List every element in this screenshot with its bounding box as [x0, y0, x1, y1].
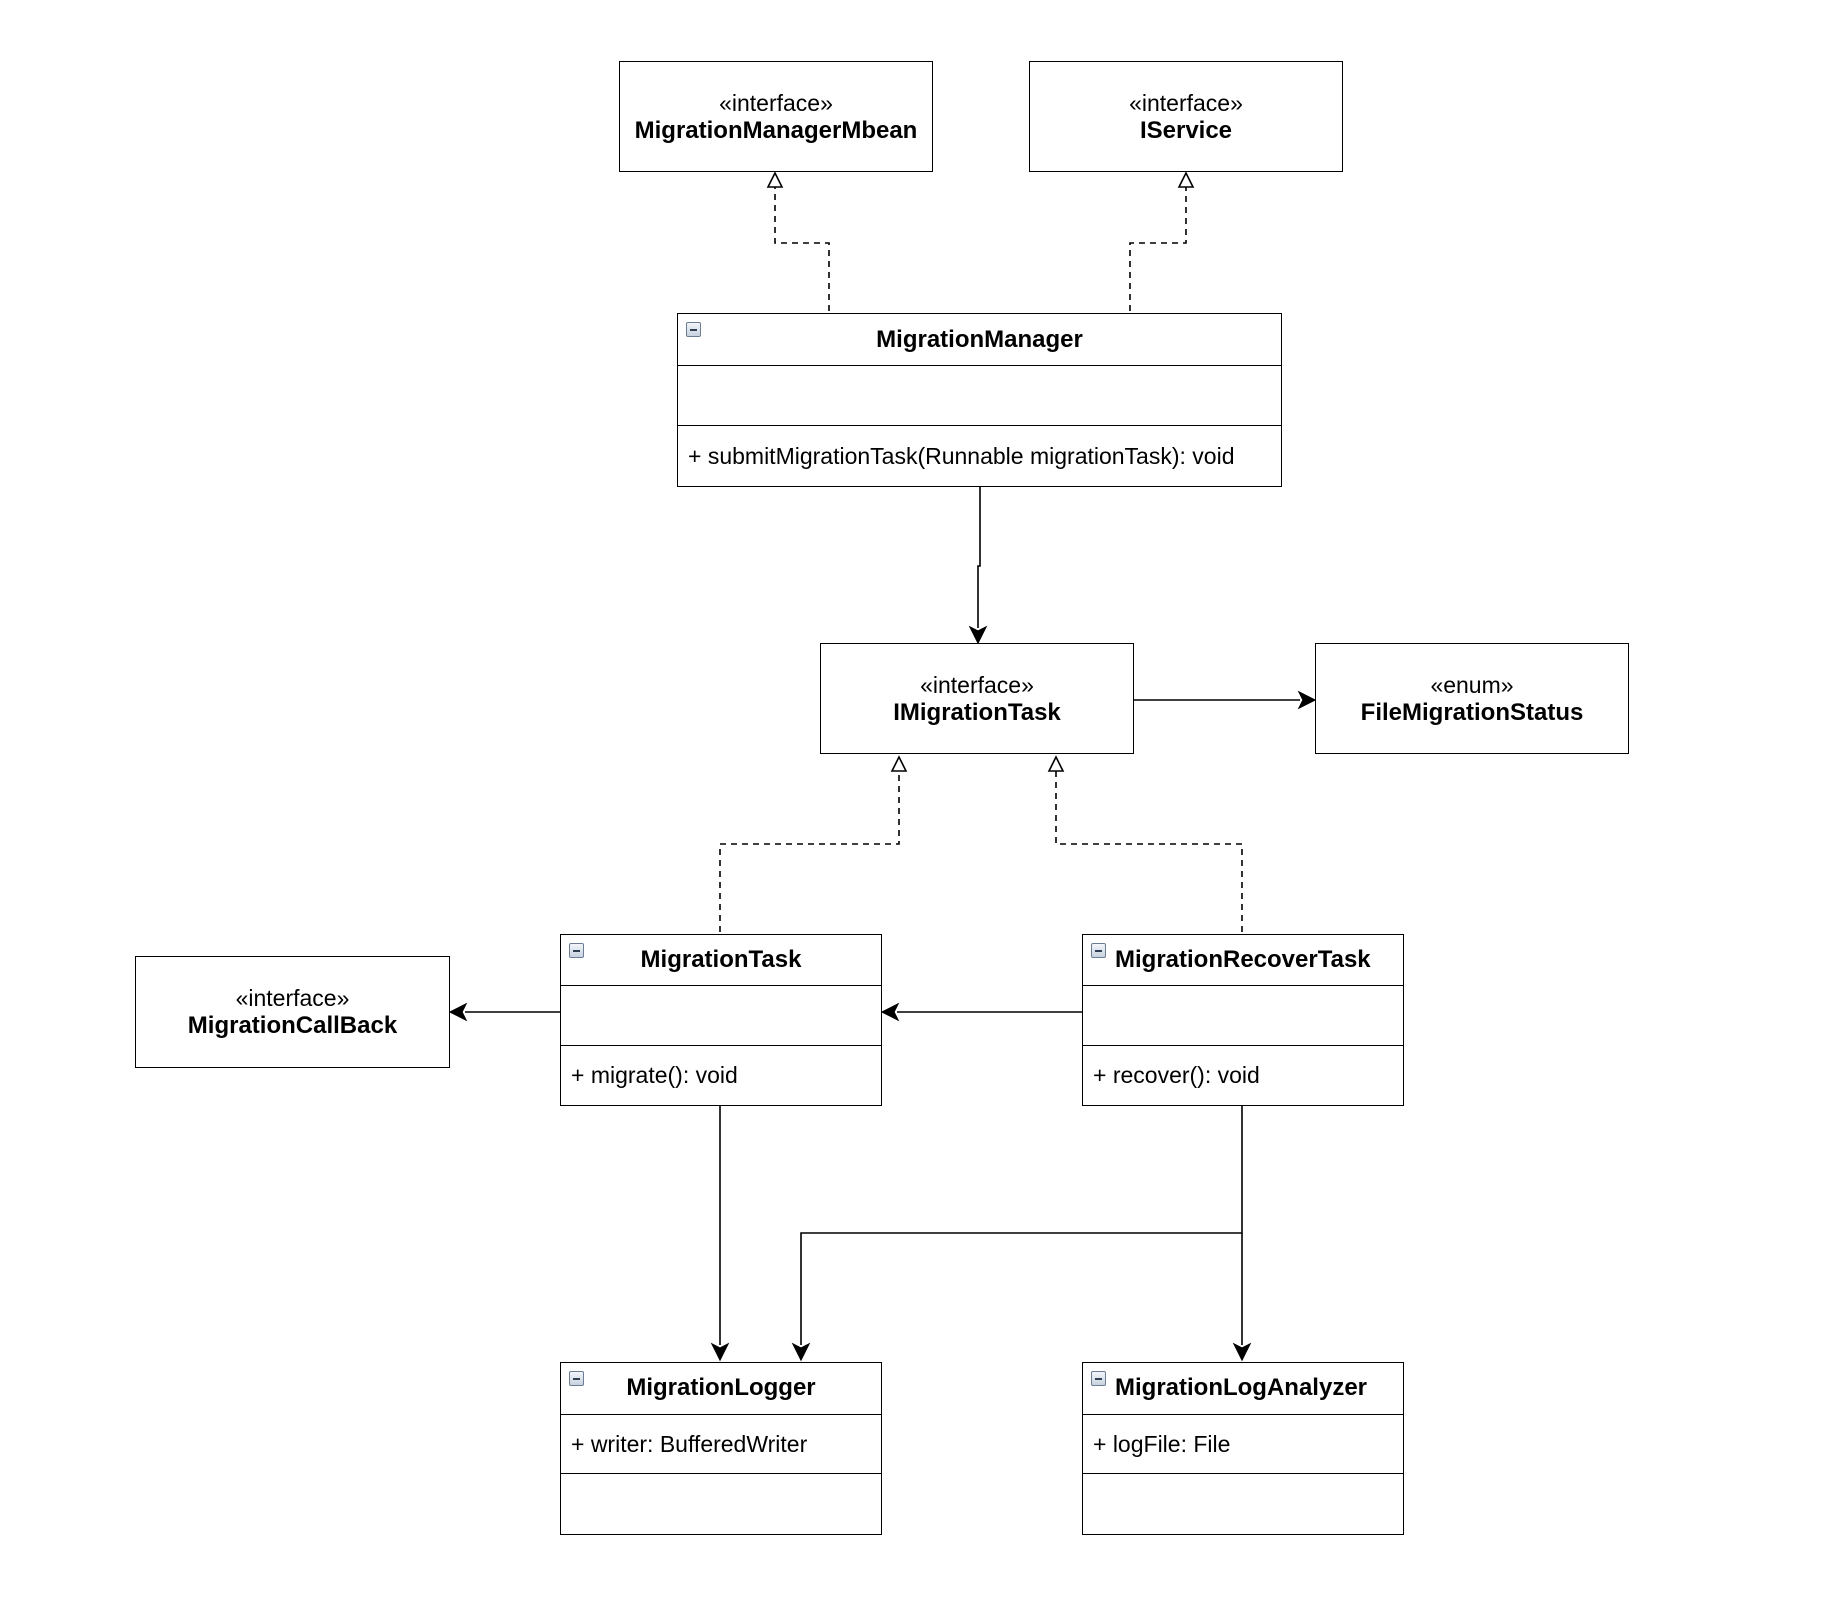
interface-iservice[interactable]: «interface» IService	[1029, 61, 1343, 172]
stereotype-label: «interface»	[1129, 89, 1243, 116]
stereotype-label: «interface»	[719, 89, 833, 116]
edge-task-to-callback	[448, 1002, 560, 1022]
methods-section	[1083, 1474, 1403, 1534]
class-name: MigrationManager	[876, 325, 1083, 353]
attributes-section	[678, 366, 1281, 426]
stereotype-label: «enum»	[1430, 671, 1514, 698]
class-migration-log-analyzer[interactable]: MigrationLogAnalyzer + logFile: File	[1082, 1362, 1404, 1535]
collapse-icon[interactable]	[1091, 1371, 1106, 1386]
edge-recovertask-to-loganalyzer	[1232, 1233, 1252, 1362]
stereotype-label: «interface»	[235, 985, 350, 1011]
interface-imigration-task[interactable]: «interface» IMigrationTask	[820, 643, 1134, 754]
attributes-section: + writer: BufferedWriter	[561, 1415, 881, 1475]
stereotype-label: «interface»	[920, 671, 1034, 698]
interface-migration-callback[interactable]: «interface» MigrationCallBack	[135, 956, 450, 1068]
class-header: MigrationTask	[561, 935, 881, 987]
methods-section: + recover(): void	[1093, 1061, 1260, 1088]
class-header: MigrationManager	[678, 314, 1281, 366]
collapse-icon[interactable]	[1091, 943, 1106, 958]
methods-section: + submitMigrationTask(Runnable migration…	[688, 442, 1235, 469]
edge-imigrationtask-to-status	[1134, 690, 1317, 710]
class-name: MigrationLogAnalyzer	[1115, 1374, 1368, 1402]
interface-name: IService	[1139, 116, 1233, 144]
edge-recovertask-to-task	[880, 1002, 1082, 1022]
class-name: MigrationLogger	[626, 1374, 816, 1402]
class-name: MigrationTask	[640, 946, 802, 974]
edge-task-to-imigrationtask	[719, 755, 908, 932]
enum-file-migration-status[interactable]: «enum» FileMigrationStatus	[1315, 643, 1629, 754]
class-header: MigrationLogAnalyzer	[1083, 1363, 1403, 1415]
edge-manager-to-mbean	[766, 171, 830, 311]
interface-migration-manager-mbean[interactable]: «interface» MigrationManagerMbean	[619, 61, 933, 172]
collapse-icon[interactable]	[569, 943, 584, 958]
edge-manager-to-imigrationtask	[968, 487, 988, 645]
class-migration-task[interactable]: MigrationTask + migrate(): void	[560, 934, 882, 1106]
interface-name: IMigrationTask	[893, 698, 1061, 726]
edge-recovertask-to-logger	[791, 1106, 1243, 1362]
edge-manager-to-iservice	[1129, 171, 1195, 311]
edge-recovertask-to-imigrationtask	[1047, 755, 1243, 932]
methods-section: + migrate(): void	[571, 1061, 738, 1088]
collapse-icon[interactable]	[569, 1371, 584, 1386]
collapse-icon[interactable]	[686, 322, 701, 337]
edge-task-to-logger	[710, 1106, 730, 1362]
class-name: MigrationRecoverTask	[1115, 946, 1371, 974]
class-migration-recover-task[interactable]: MigrationRecoverTask + recover(): void	[1082, 934, 1404, 1106]
attributes-section	[1083, 986, 1403, 1046]
attributes-section: + logFile: File	[1083, 1415, 1403, 1475]
methods-section	[561, 1474, 881, 1534]
class-migration-manager[interactable]: MigrationManager + submitMigrationTask(R…	[677, 313, 1282, 487]
attributes-section	[561, 986, 881, 1046]
interface-name: MigrationCallBack	[187, 1012, 398, 1039]
class-header: MigrationRecoverTask	[1083, 935, 1403, 987]
enum-name: FileMigrationStatus	[1360, 698, 1584, 726]
interface-name: MigrationManagerMbean	[634, 116, 918, 144]
class-header: MigrationLogger	[561, 1363, 881, 1415]
class-migration-logger[interactable]: MigrationLogger + writer: BufferedWriter	[560, 1362, 882, 1535]
